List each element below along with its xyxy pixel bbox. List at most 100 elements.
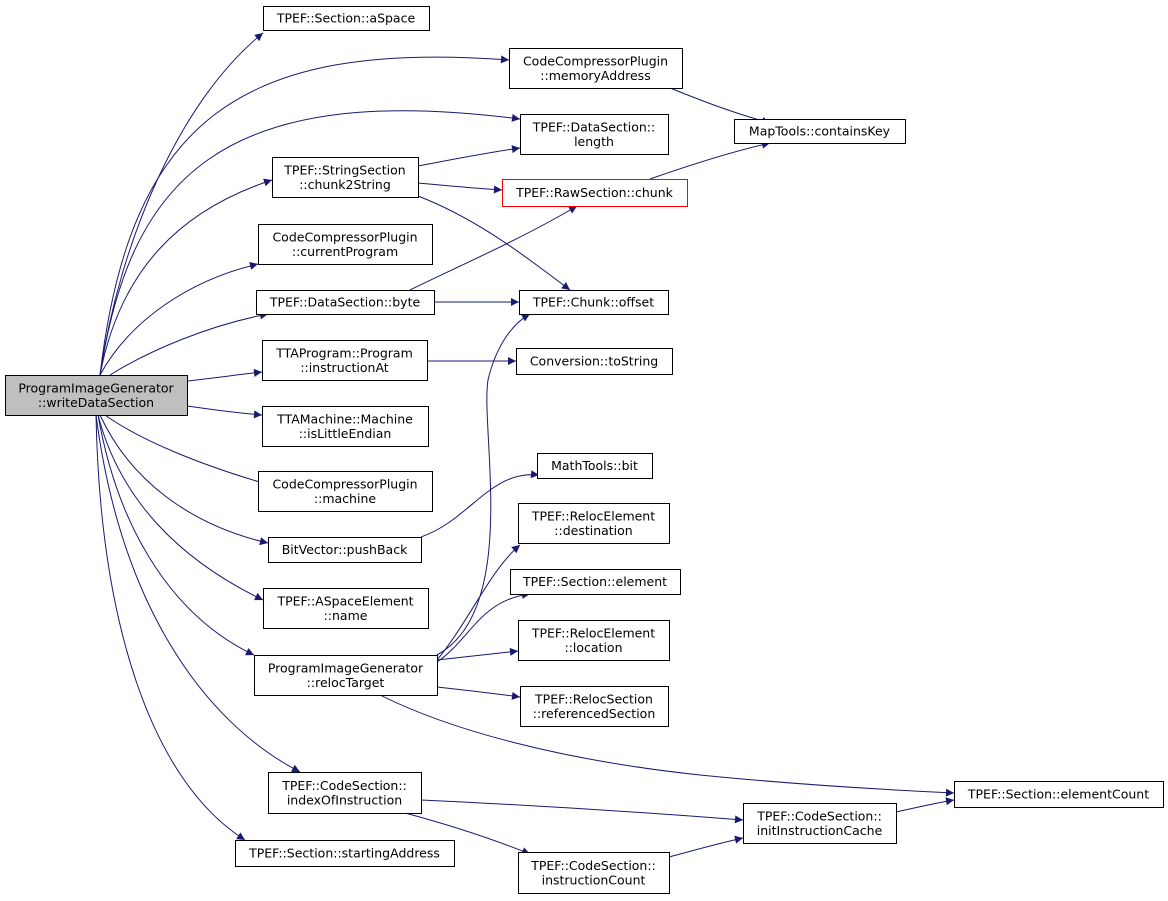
node-dsLength[interactable]: TPEF::DataSection::length [520,114,669,155]
node-destination[interactable]: TPEF::RelocElement::destination [518,503,670,544]
node-label-dsLength-1: length [574,134,614,149]
node-box-dsByte[interactable] [256,290,435,315]
node-box-machine[interactable] [258,471,433,512]
node-currentProgram[interactable]: CodeCompressorPlugin::currentProgram [258,224,433,265]
node-box-initInstructionCache[interactable] [743,803,897,844]
node-box-instructionCount[interactable] [518,852,670,894]
edge-root-to-currentProgram [99,261,259,376]
node-label-currentProgram-0: CodeCompressorPlugin [272,229,417,244]
node-dsByte[interactable]: TPEF::DataSection::byte [256,290,435,315]
node-pushBack[interactable]: BitVector::pushBack [268,537,422,563]
node-label-aSpace-0: TPEF::Section::aSpace [276,11,416,26]
node-box-indexOfInstruction[interactable] [268,772,422,814]
node-memoryAddress[interactable]: CodeCompressorPlugin::memoryAddress [509,48,683,89]
node-box-toString[interactable] [516,348,673,375]
edge-root-to-pushBack [99,414,269,546]
edge-relocTarget-to-sectionElement [436,590,531,663]
edge-relocTarget-to-elementCount [379,694,955,797]
node-box-root[interactable] [5,375,188,416]
node-box-referencedSection[interactable] [520,686,669,727]
edge-root-to-dsByte [109,311,269,376]
edge-chunk2String-to-rawChunk [417,182,503,194]
edge-relocTarget-to-referencedSection [436,686,521,700]
node-box-sectionElement[interactable] [510,569,681,595]
node-label-mathBit-0: MathTools::bit [551,458,638,473]
node-label-sectionElement-0: TPEF::Section::element [522,574,667,589]
edge-root-to-instructionAt [186,368,263,382]
edge-relocTarget-to-chunkOffset [436,313,531,656]
edge-root-to-aSpaceName [97,414,264,601]
node-box-startingAddress[interactable] [235,840,455,867]
node-box-rawChunk[interactable] [502,179,688,207]
node-indexOfInstruction[interactable]: TPEF::CodeSection::indexOfInstruction [268,772,422,814]
node-aSpaceName[interactable]: TPEF::ASpaceElement::name [263,588,429,629]
node-location[interactable]: TPEF::RelocElement::location [518,620,670,661]
node-chunkOffset[interactable]: TPEF::Chunk::offset [519,290,669,315]
node-box-destination[interactable] [518,503,670,544]
edge-relocTarget-to-destination [436,544,521,661]
node-referencedSection[interactable]: TPEF::RelocSection::referencedSection [520,686,669,727]
node-instructionCount[interactable]: TPEF::CodeSection::instructionCount [518,852,670,894]
node-relocTarget[interactable]: ProgramImageGenerator::relocTarget [254,655,438,696]
edge-indexOfInstruction-to-instructionCount [404,812,531,855]
node-label-machine-0: CodeCompressorPlugin [272,476,417,491]
node-box-chunkOffset[interactable] [519,290,669,315]
node-instructionAt[interactable]: TTAProgram::Program::instructionAt [262,340,428,381]
node-label-chunk2String-1: ::chunk2String [299,177,391,192]
node-isLittleEndian[interactable]: TTAMachine::Machine::isLittleEndian [262,406,429,447]
node-label-initInstructionCache-1: initInstructionCache [757,823,883,838]
node-box-memoryAddress[interactable] [509,48,683,89]
node-toString[interactable]: Conversion::toString [516,348,673,375]
node-label-memoryAddress-1: ::memoryAddress [540,68,650,83]
function-nodes: ProgramImageGenerator::writeDataSectionT… [5,6,1164,894]
node-box-mathBit[interactable] [537,453,653,479]
node-mathBit[interactable]: MathTools::bit [537,453,653,479]
node-startingAddress[interactable]: TPEF::Section::startingAddress [235,840,455,867]
node-label-startingAddress-0: TPEF::Section::startingAddress [248,846,440,861]
node-root[interactable]: ProgramImageGenerator::writeDataSection [5,375,188,416]
node-label-aSpaceName-1: ::name [324,608,368,623]
edge-instructionCount-to-initInstructionCache [668,835,744,858]
node-containsKey[interactable]: MapTools::containsKey [734,119,906,144]
node-box-dsLength[interactable] [520,114,669,155]
node-label-indexOfInstruction-1: indexOfInstruction [287,792,402,807]
node-box-elementCount[interactable] [954,781,1164,808]
node-label-instructionCount-1: instructionCount [542,872,646,887]
node-box-relocTarget[interactable] [254,655,438,696]
node-label-location-1: ::location [564,640,622,655]
node-box-currentProgram[interactable] [258,224,433,265]
node-label-chunk2String-0: TPEF::StringSection [283,162,405,177]
node-label-location-0: TPEF::RelocElement [531,625,655,640]
node-initInstructionCache[interactable]: TPEF::CodeSection::initInstructionCache [743,803,897,844]
edge-dsByte-to-rawChunk [409,205,578,291]
node-elementCount[interactable]: TPEF::Section::elementCount [954,781,1164,808]
node-rawChunk[interactable]: TPEF::RawSection::chunk [502,179,688,207]
node-aSpace[interactable]: TPEF::Section::aSpace [263,6,430,31]
node-label-pushBack-0: BitVector::pushBack [282,542,408,557]
node-label-toString-0: Conversion::toString [530,354,658,369]
node-label-referencedSection-1: ::referencedSection [533,706,656,721]
node-label-chunkOffset-0: TPEF::Chunk::offset [532,295,654,310]
node-sectionElement[interactable]: TPEF::Section::element [510,569,681,595]
node-label-rawChunk-0: TPEF::RawSection::chunk [515,185,674,200]
node-box-aSpaceName[interactable] [263,588,429,629]
edge-pushBack-to-mathBit [420,470,540,538]
node-label-elementCount-0: TPEF::Section::elementCount [967,787,1149,802]
node-box-chunk2String[interactable] [272,157,419,198]
node-label-root-1: ::writeDataSection [38,395,154,410]
node-box-isLittleEndian[interactable] [262,406,429,447]
edge-root-to-dsLength [99,110,521,376]
edge-relocTarget-to-location [436,647,519,661]
node-chunk2String[interactable]: TPEF::StringSection::chunk2String [272,157,419,198]
node-box-location[interactable] [518,620,670,661]
node-label-instructionCount-0: TPEF::CodeSection:: [530,858,656,873]
node-box-pushBack[interactable] [268,537,422,563]
node-label-currentProgram-1: ::currentProgram [292,244,398,259]
node-box-instructionAt[interactable] [262,340,428,381]
node-label-dsLength-0: TPEF::DataSection:: [532,119,655,134]
node-machine[interactable]: CodeCompressorPlugin::machine [258,471,433,512]
node-label-referencedSection-0: TPEF::RelocSection [534,691,653,706]
node-box-containsKey[interactable] [734,119,906,144]
node-box-aSpace[interactable] [263,6,430,31]
